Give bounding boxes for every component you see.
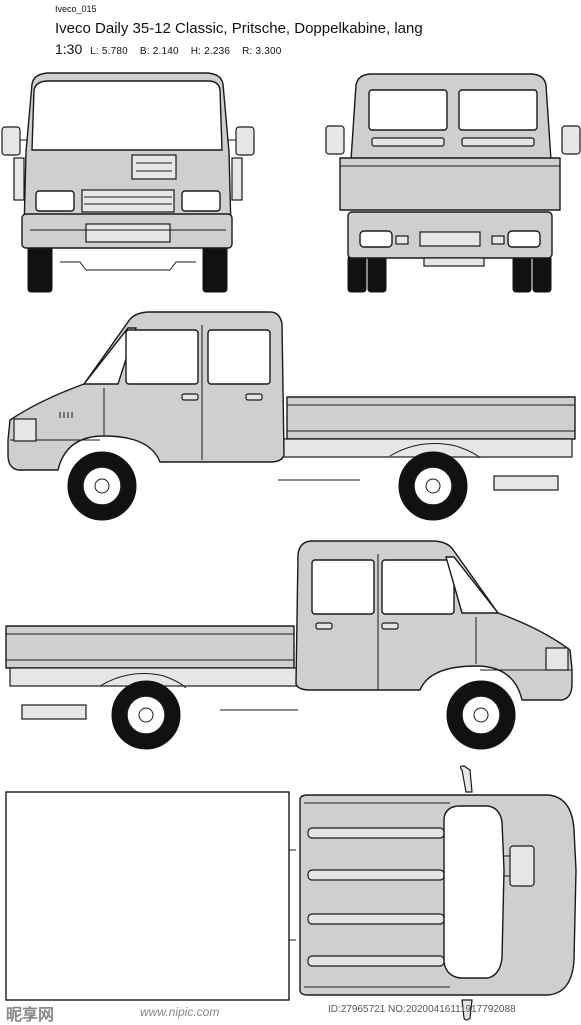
top-mirror-upper bbox=[459, 765, 473, 793]
rear-tire-1 bbox=[347, 255, 367, 293]
side2-windshield bbox=[445, 556, 500, 614]
front-axle bbox=[60, 261, 196, 271]
side1-headlight bbox=[13, 418, 37, 442]
front-grille bbox=[81, 189, 175, 213]
front-headlight-right bbox=[181, 190, 221, 212]
top-view bbox=[5, 765, 577, 1021]
dim-length: L: 5.780 bbox=[90, 46, 128, 57]
model-id: Iveco_015 bbox=[55, 4, 97, 14]
dim-height: H: 2.236 bbox=[190, 46, 231, 57]
front-right-tire bbox=[202, 245, 228, 293]
front-side-left bbox=[13, 157, 25, 201]
side2-window-rear bbox=[311, 559, 375, 615]
front-headlight-left bbox=[35, 190, 75, 212]
watermark-logo: 昵享网 bbox=[6, 1005, 55, 1024]
rear-view bbox=[325, 73, 581, 293]
front-side-right bbox=[231, 157, 243, 201]
side1-flatbed bbox=[286, 396, 576, 440]
rear-tire-4 bbox=[532, 255, 552, 293]
dimensions: L: 5.780 B: 2.140 H: 2.236 R: 3.300 bbox=[90, 46, 290, 57]
rear-tire-2 bbox=[367, 255, 387, 293]
side2-step bbox=[21, 704, 87, 720]
side2-window-front bbox=[381, 559, 455, 615]
top-hood-vent bbox=[509, 845, 535, 887]
page-title: Iveco Daily 35-12 Classic, Pritsche, Dop… bbox=[55, 20, 423, 37]
watermark-site[interactable]: www.nipic.com bbox=[140, 1005, 220, 1019]
front-plate bbox=[85, 223, 171, 243]
side1-windshield bbox=[82, 327, 137, 385]
dim-turning-radius: R: 3.300 bbox=[242, 46, 282, 57]
rear-tailboard bbox=[339, 157, 561, 211]
top-mirror-lower bbox=[461, 999, 473, 1021]
top-cab bbox=[299, 794, 577, 996]
side-view-left bbox=[7, 311, 576, 521]
side1-window-front bbox=[125, 329, 199, 385]
rear-plate bbox=[419, 231, 481, 247]
side1-window-rear bbox=[207, 329, 271, 385]
rear-light-right bbox=[507, 230, 541, 248]
top-windshield-roof bbox=[443, 805, 505, 979]
watermark-id: ID:27965721 NO:20200416111917792088 bbox=[328, 1004, 516, 1015]
side2-flatbed bbox=[5, 625, 295, 669]
rear-tire-3 bbox=[512, 255, 532, 293]
rear-window-right bbox=[458, 89, 538, 131]
rear-light-left bbox=[359, 230, 393, 248]
front-badge-panel bbox=[131, 154, 177, 180]
side2-headlight bbox=[545, 647, 569, 671]
side-view-right bbox=[5, 540, 573, 750]
front-windshield bbox=[31, 80, 223, 151]
rear-mirror-left bbox=[325, 125, 345, 155]
front-view bbox=[1, 72, 255, 293]
dim-width: B: 2.140 bbox=[139, 46, 179, 57]
top-flatbed bbox=[5, 791, 290, 1001]
front-mirror-left bbox=[1, 126, 21, 156]
spec-line: 1:30 L: 5.780 B: 2.140 H: 2.236 R: 3.300 bbox=[55, 41, 291, 57]
rear-mirror-right bbox=[561, 125, 581, 155]
front-mirror-right bbox=[235, 126, 255, 156]
scale-label: 1:30 bbox=[55, 41, 83, 57]
front-left-tire bbox=[27, 245, 53, 293]
side1-step bbox=[493, 475, 559, 491]
rear-window-left bbox=[368, 89, 448, 131]
